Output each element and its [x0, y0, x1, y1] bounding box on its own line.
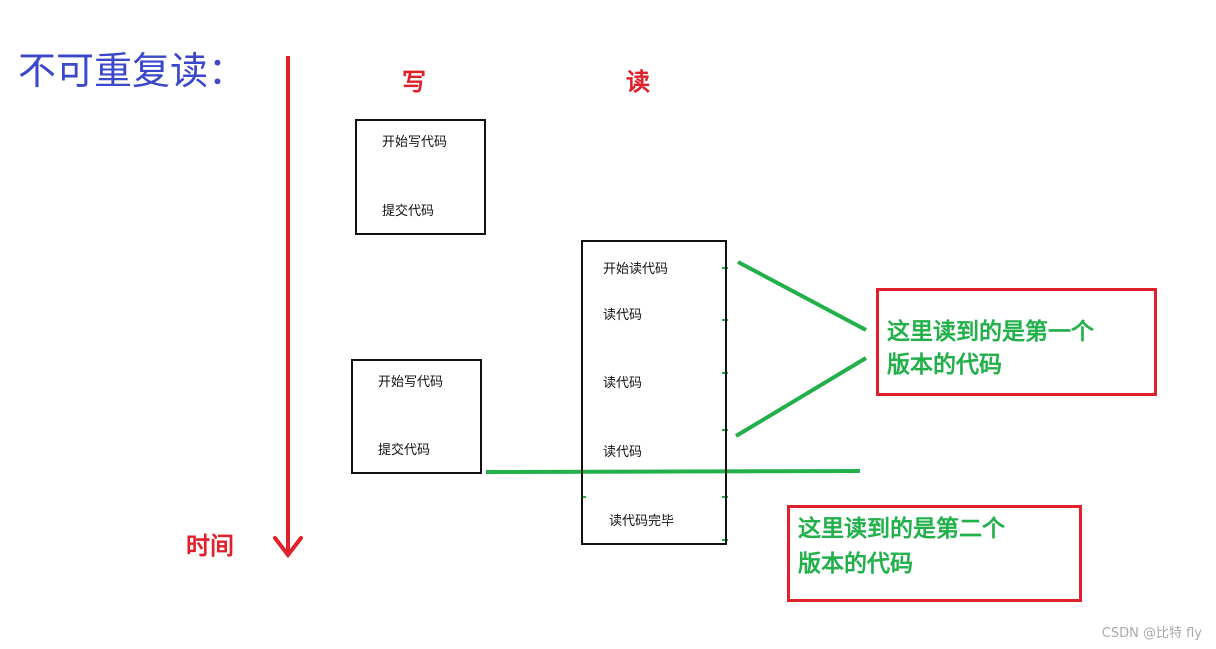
page-title: 不可重复读：: [18, 49, 247, 93]
read-column-header: 读: [626, 67, 650, 96]
read-step-begin: 开始读代码: [603, 262, 669, 277]
note-first-line-1: 这里读到的是第一个: [887, 318, 1094, 345]
write-column-header: 写: [402, 67, 426, 96]
write-transaction-box-2: 开始写代码 提交代码: [351, 359, 482, 474]
write-step-begin: 开始写代码: [378, 375, 444, 390]
commit-boundary-line: [485, 469, 861, 474]
time-axis-arrowhead: [273, 536, 303, 559]
watermark: CSDN @比特 fly: [1101, 626, 1202, 641]
note-second-version: 这里读到的是第二个 版本的代码: [787, 505, 1082, 602]
write-step-commit: 提交代码: [382, 204, 435, 219]
note-second-line-1: 这里读到的是第二个: [798, 515, 1005, 542]
read-step: 读代码: [603, 445, 643, 460]
read-step: 读代码: [603, 308, 643, 323]
read-step: 读代码: [603, 376, 643, 391]
read-step-finish: 读代码完毕: [609, 514, 675, 529]
note-first-version: 这里读到的是第一个 版本的代码: [876, 288, 1157, 396]
note-second-line-2: 版本的代码: [798, 550, 913, 577]
write-transaction-box-1: 开始写代码 提交代码: [355, 119, 486, 235]
note-first-line-2: 版本的代码: [887, 351, 1002, 378]
read-transaction-box: 开始读代码 读代码 读代码 读代码 读代码完毕: [581, 240, 727, 545]
pointer-line-bottom: [734, 356, 868, 438]
write-step-commit: 提交代码: [378, 443, 431, 458]
write-step-begin: 开始写代码: [382, 135, 448, 150]
pointer-line-top: [737, 260, 867, 332]
time-axis-label: 时间: [186, 531, 234, 560]
